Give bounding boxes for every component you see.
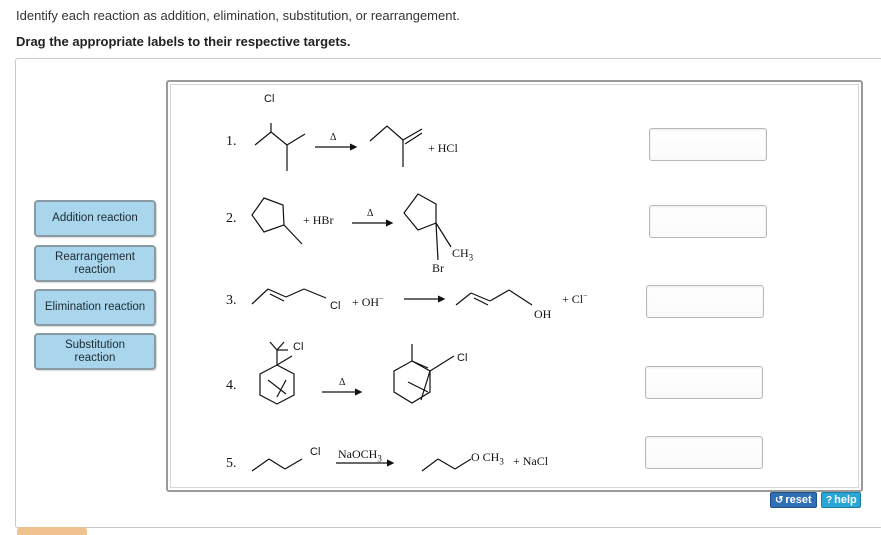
r3-chlorine: Cl [330, 300, 341, 312]
refresh-icon: ↺ [775, 494, 784, 506]
r4-chlorine-right: Cl [457, 352, 468, 364]
bottom-tab [17, 527, 87, 535]
label-elimination-reaction[interactable]: Elimination reaction [34, 289, 156, 326]
r1-byproduct: + HCl [428, 141, 458, 155]
r5-byproduct: + NaCl [513, 454, 549, 468]
activity-panel [15, 58, 881, 528]
reaction-canvas: 1. 2. 3. 4. 5. Cl Δ + HCl + HBr Δ CH3 Br… [166, 80, 863, 492]
r5-chlorine: Cl [310, 446, 321, 458]
r3-hydroxyl: OH [534, 307, 552, 321]
r2-reagent: + HBr [303, 213, 334, 227]
r5-methoxy: O CH3 [471, 450, 504, 467]
r2-heat-symbol: Δ [367, 208, 374, 219]
question-icon: ? [826, 494, 833, 506]
r3-reagent: + OH− [352, 294, 384, 309]
help-button[interactable]: ? help [821, 492, 861, 508]
drop-target-2[interactable] [649, 205, 767, 238]
r4-chlorine-left: Cl [293, 341, 304, 353]
label-substitution-reaction[interactable]: Substitution reaction [34, 333, 156, 370]
r1-chlorine: Cl [264, 93, 275, 105]
label-rearrangement-reaction[interactable]: Rearrangement reaction [34, 245, 156, 282]
reaction-drawings [251, 123, 533, 472]
reaction-number-5: 5. [226, 456, 237, 471]
drop-target-1[interactable] [649, 128, 767, 161]
reaction-number-2: 2. [226, 211, 237, 226]
instruction-text: Identify each reaction as addition, elim… [16, 8, 460, 23]
r5-reagent: NaOCH3 [338, 447, 382, 464]
label-addition-reaction[interactable]: Addition reaction [34, 200, 156, 237]
canvas-inner-border [170, 84, 859, 488]
r4-heat-symbol: Δ [339, 377, 346, 388]
drop-target-3[interactable] [646, 285, 764, 318]
r2-bromine: Br [432, 261, 444, 275]
reset-button[interactable]: ↺ reset [770, 492, 817, 508]
r2-methyl: CH3 [452, 246, 474, 263]
instruction-bold: Drag the appropriate labels to their res… [16, 34, 351, 49]
r1-heat-symbol: Δ [330, 132, 337, 143]
reaction-number-1: 1. [226, 134, 237, 149]
r3-byproduct: + Cl− [562, 291, 588, 306]
reaction-number-3: 3. [226, 293, 237, 308]
drop-target-5[interactable] [645, 436, 763, 469]
drop-target-4[interactable] [645, 366, 763, 399]
reaction-number-4: 4. [226, 378, 237, 393]
